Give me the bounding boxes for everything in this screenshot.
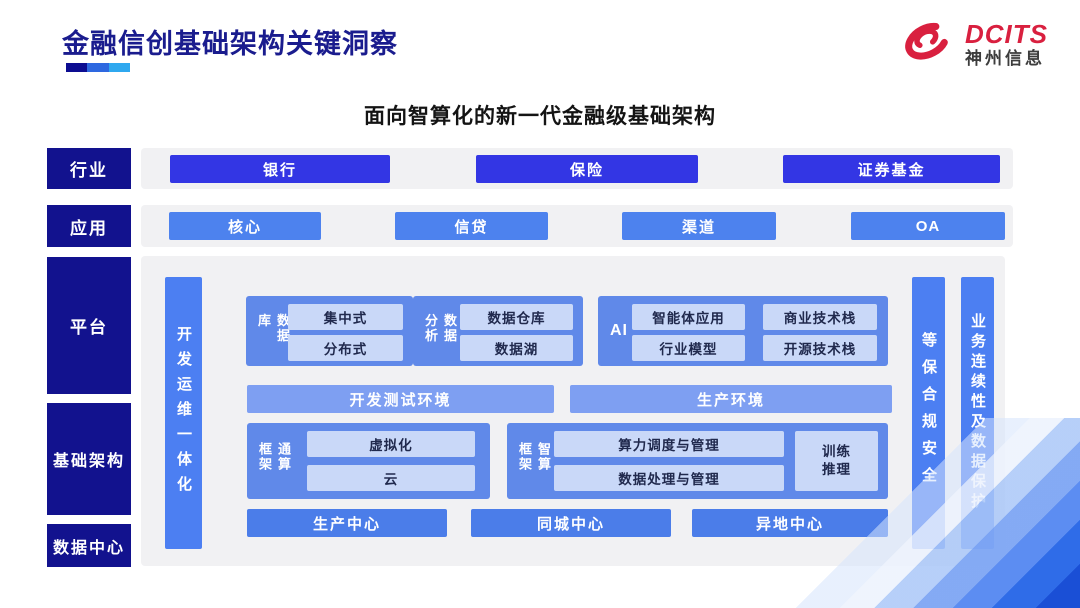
security-compliance-bar: 等保合规安全 [912,277,945,549]
remote-center: 异地中心 [692,509,888,537]
devops-bar: 开发运维一体化 [165,277,202,549]
layer-label-industry: 行业 [47,148,131,189]
logo-company: 神州信息 [965,49,1045,69]
analytics-group-label: 数据分析 [423,313,457,344]
training-inference: 训练 推理 [795,431,878,491]
layer-label-application: 应用 [47,205,131,247]
layer-label-datacenter: 数据中心 [47,524,131,567]
production-environment: 生产环境 [570,385,892,413]
db-distributed: 分布式 [288,335,403,361]
app-item-credit: 信贷 [395,212,548,240]
general-compute-group: 通算框架 虚拟化 云 [247,423,490,499]
logo-brand: DCITS [965,18,1048,49]
layer-label-platform: 平台 [47,257,131,394]
virtualization: 虚拟化 [307,431,475,457]
ai-agent-apps: 智能体应用 [632,304,745,330]
cloud: 云 [307,465,475,491]
app-item-oa: OA [851,212,1005,240]
ai-group-label: AI [610,322,628,339]
title-underline [66,63,130,72]
intelligent-compute-group: 智算框架 算力调度与管理 数据处理与管理 训练 推理 [507,423,888,499]
database-group: 数据库 集中式 分布式 [246,296,413,366]
diagram-title: 面向智算化的新一代金融级基础架构 [364,105,716,128]
industry-item-securities: 证券基金 [783,155,1000,183]
production-center: 生产中心 [247,509,447,537]
ai-industry-model: 行业模型 [632,335,745,361]
app-item-core: 核心 [169,212,321,240]
dcits-swirl-icon [895,16,957,73]
data-lake: 数据湖 [460,335,573,361]
data-warehouse: 数据仓库 [460,304,573,330]
layer-label-infrastructure: 基础架构 [47,403,131,515]
analytics-group: 数据分析 数据仓库 数据湖 [413,296,583,366]
general-compute-label: 通算框架 [257,442,291,472]
compute-scheduling: 算力调度与管理 [554,431,784,457]
dev-test-environment: 开发测试环境 [247,385,554,413]
ai-commercial-stack: 商业技术栈 [763,304,877,330]
intelligent-compute-label: 智算框架 [517,442,551,472]
ai-opensource-stack: 开源技术栈 [763,335,877,361]
app-item-channel: 渠道 [622,212,776,240]
database-group-label: 数据库 [256,313,290,344]
ai-group: AI 智能体应用 商业技术栈 行业模型 开源技术栈 [598,296,888,366]
industry-item-insurance: 保险 [476,155,698,183]
industry-item-bank: 银行 [170,155,390,183]
business-continuity-bar: 业务连续性及数据保护 [961,277,994,549]
company-logo: DCITS 神州信息 [895,16,1048,73]
samecity-center: 同城中心 [471,509,671,537]
db-centralized: 集中式 [288,304,403,330]
data-processing: 数据处理与管理 [554,465,784,491]
page-title: 金融信创基础架构关键洞察 [62,29,398,59]
